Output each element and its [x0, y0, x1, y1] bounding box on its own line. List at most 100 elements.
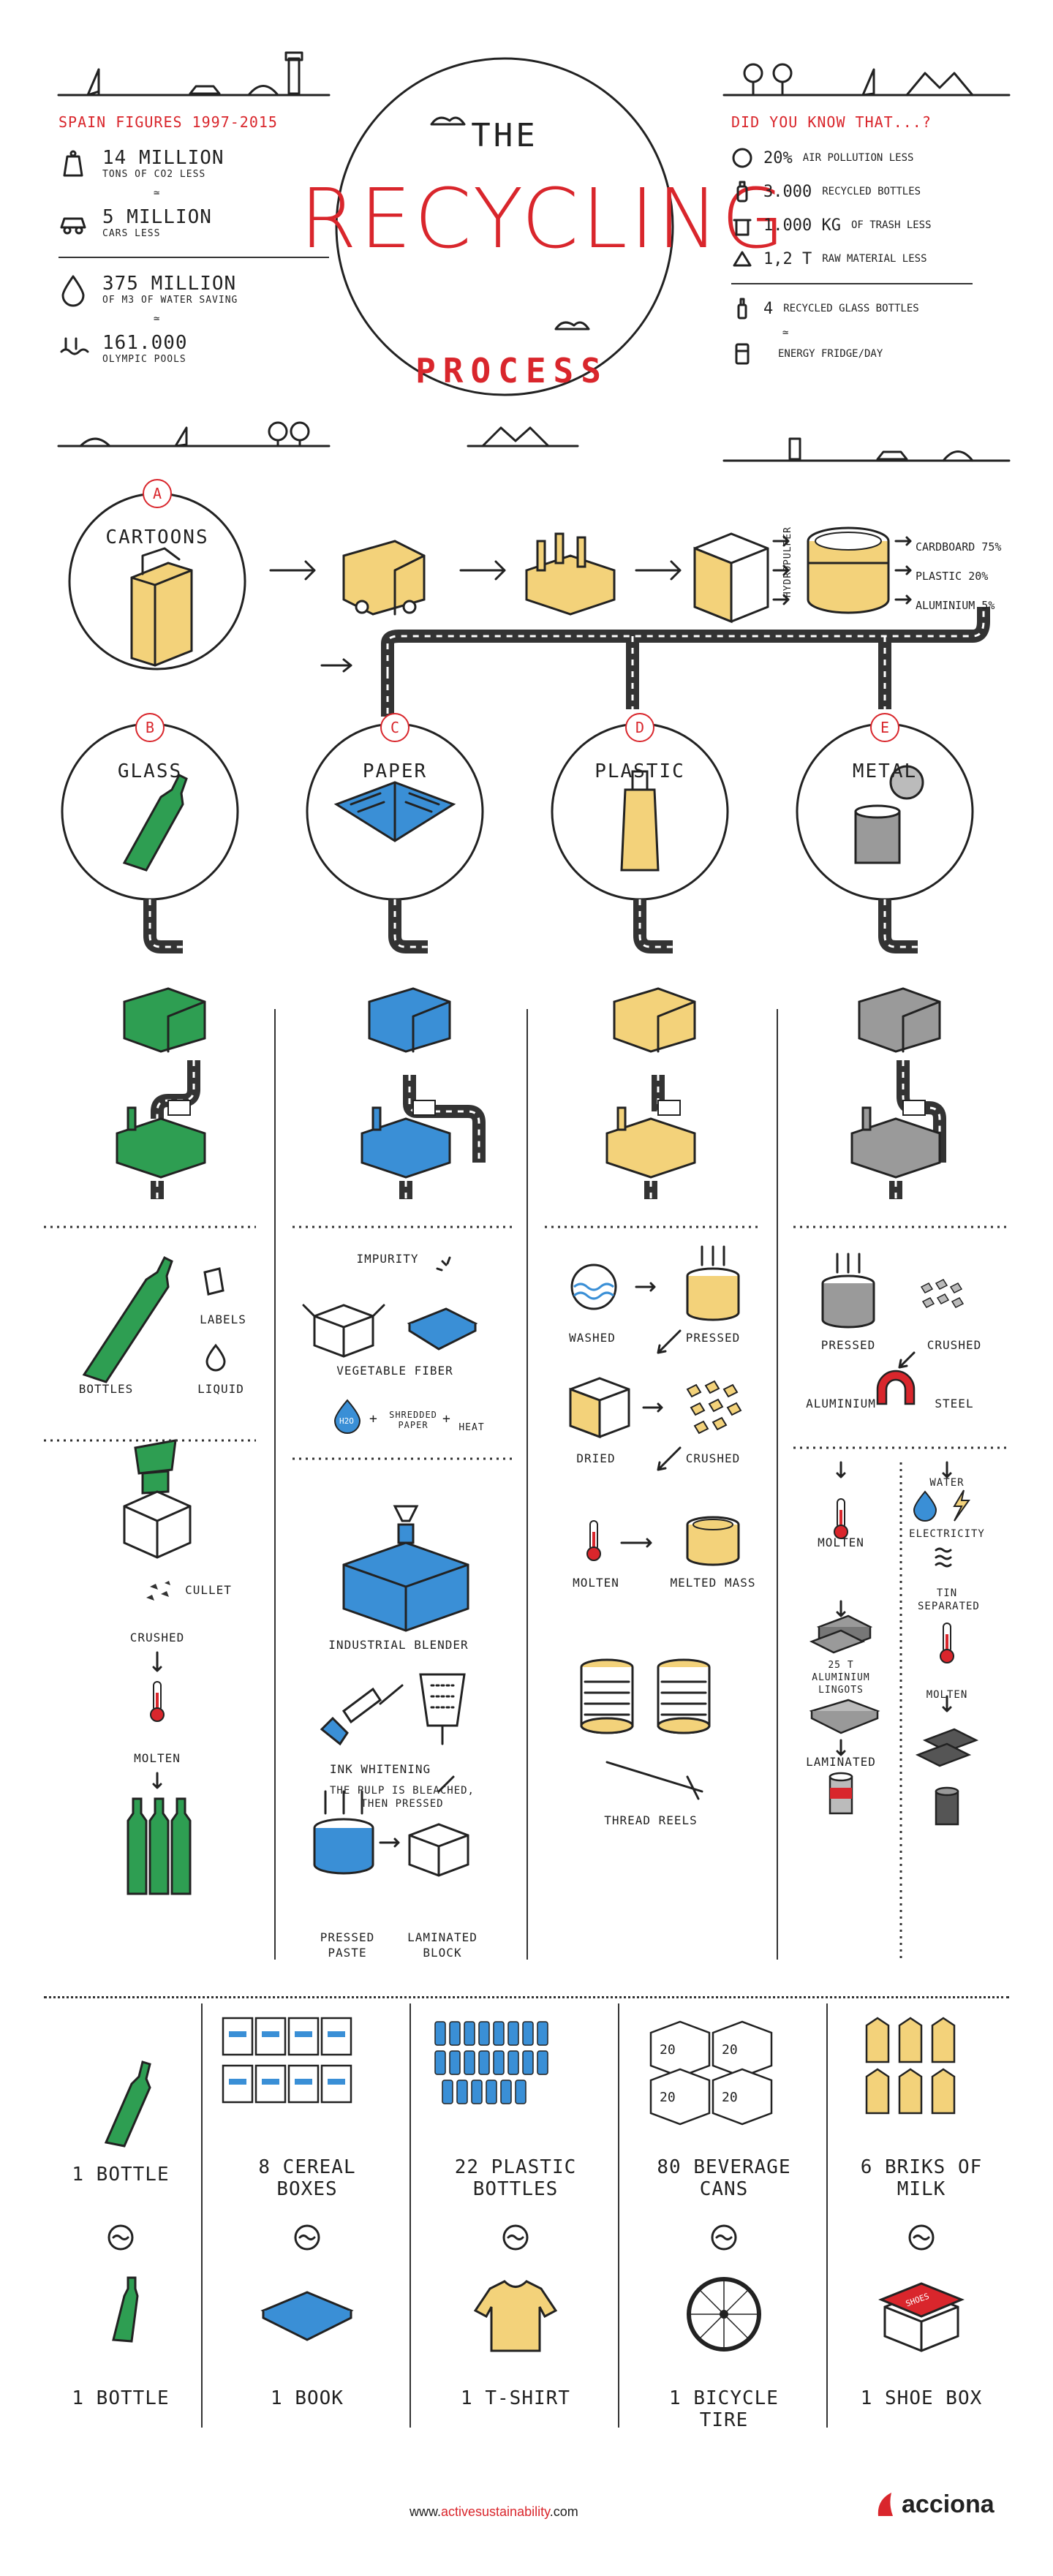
plastic-bottle-icon: [620, 770, 660, 872]
water-electricity-icon: [913, 1489, 970, 1522]
industrial-blender-icon: [342, 1505, 469, 1632]
plastic-bottles-icon: [434, 2021, 548, 2104]
can-boxes-icon: [649, 2020, 773, 2126]
equiv-top-1: 8 CEREAL BOXES: [258, 2156, 356, 2200]
metal-truck-icon: [858, 987, 941, 1053]
glass-cullet-label: CULLET: [185, 1583, 232, 1597]
paper-pulp-note: THE PULP IS BLEACHED, THEN PRESSED: [329, 1785, 475, 1810]
car-icon: [60, 217, 86, 234]
glass-truck-icon: [123, 987, 206, 1053]
bottom-divider-v: [826, 2003, 828, 2428]
green-bottles-icon: [127, 1797, 192, 1895]
plus-icon: +: [369, 1411, 377, 1427]
equiv-bottom-1: 1 BOOK: [271, 2387, 344, 2409]
footer-url[interactable]: www.activesustainability.com: [410, 2504, 578, 2519]
air-icon: [732, 148, 752, 168]
badge-d: D: [625, 713, 654, 742]
equiv-top-0: 1 BOTTLE: [72, 2164, 170, 2186]
pool-icon: [60, 337, 89, 355]
cartoons-flow: [68, 492, 990, 717]
washed-icon: [570, 1264, 617, 1310]
h2o-drop-icon: [333, 1399, 361, 1434]
equiv-bottom-3: 1 BICYCLE TIRE: [669, 2387, 779, 2431]
badge-b: B: [135, 713, 165, 742]
fridge-icon: [735, 343, 750, 365]
did-you-know: DID YOU KNOW THAT...? 20%AIR POLLUTION L…: [731, 113, 1009, 365]
result-bottle-icon: [112, 2276, 139, 2343]
bicycle-tire-icon: [687, 2277, 761, 2352]
can-icon: [854, 765, 924, 864]
glass-bottle-icon: [737, 298, 747, 320]
strainer-icon: [419, 1673, 466, 1745]
acciona-logo: acciona: [874, 2490, 994, 2519]
paper-ink-label: INK WHITENING: [329, 1762, 431, 1776]
plastic-molten-label: MOLTEN: [573, 1576, 619, 1590]
metal-molten-label: MOLTEN: [818, 1536, 864, 1549]
paper-factory-icon: [361, 1100, 451, 1179]
laminated-sheet-icon: [809, 1699, 880, 1734]
crusher-machine-icon: [123, 1439, 192, 1559]
glass-bottles-label: BOTTLES: [78, 1382, 134, 1396]
magnet-icon: [876, 1370, 916, 1405]
cereal-boxes-icon: [222, 2017, 352, 2104]
glass-labels-label: LABELS: [200, 1312, 246, 1326]
factory-icon: [525, 532, 616, 616]
dryer-box-icon: [569, 1377, 630, 1439]
glass-label: GLASS: [117, 760, 183, 782]
title-recycling: RECYCLING: [300, 172, 788, 267]
glass-liquid-label: LIQUID: [197, 1382, 244, 1396]
can-box-count: 20: [722, 2042, 738, 2058]
bottle-icon: [104, 2061, 151, 2148]
badge-a: A: [143, 479, 172, 508]
paper-impurity-label: IMPURITY: [356, 1252, 419, 1266]
column-divider: [777, 1009, 778, 1960]
vegetable-fiber-icon: [407, 1307, 478, 1351]
weight-icon: [63, 150, 83, 176]
raw-material-icon: [733, 251, 752, 267]
press-icon: [313, 1790, 374, 1875]
carton-icon: [130, 547, 193, 667]
can-box-count: 20: [660, 2090, 676, 2105]
title-the: THE: [471, 117, 538, 154]
ingots-icon: [809, 1614, 873, 1654]
paper-heat-label: HEAT: [458, 1422, 485, 1433]
metal-crushed-label: CRUSHED: [926, 1338, 982, 1352]
equiv-top-2: 22 PLASTIC BOTTLES: [454, 2156, 577, 2200]
tshirt-icon: [473, 2280, 558, 2352]
metal-molten2-label: MOLTEN: [926, 1689, 968, 1701]
ink-whitening-icon: [320, 1684, 404, 1746]
labels-icon: [203, 1267, 224, 1296]
plus-icon: +: [442, 1411, 450, 1427]
can-box-count: 20: [660, 2042, 676, 2058]
plastic-reels-label: THREAD REELS: [604, 1813, 698, 1827]
cardboard-box-icon: [302, 1304, 385, 1358]
spain-heading: SPAIN FIGURES 1997-2015: [58, 113, 278, 131]
laminated-block-icon: [408, 1823, 469, 1877]
title-process: PROCESS: [415, 351, 608, 390]
book-icon: [260, 2291, 354, 2341]
paper-pressed-label: PRESSED PASTE: [320, 1930, 375, 1960]
pressed-icon: [686, 1245, 740, 1321]
metal-press-icon: [821, 1253, 875, 1329]
metal-electricity-label: ELECTRICITY: [909, 1528, 985, 1540]
bottom-divider-v: [410, 2003, 411, 2428]
paper-blender-label: INDUSTRIAL BLENDER: [328, 1638, 469, 1652]
impurity-icon: [436, 1256, 451, 1272]
hydropulper-icon: [807, 526, 890, 614]
glass-crushed-label: CRUSHED: [129, 1631, 185, 1644]
cartoons-label: CARTOONS: [105, 526, 209, 548]
tin-ingots-icon: [915, 1728, 979, 1767]
glass-molten-label: MOLTEN: [134, 1751, 181, 1765]
process-illustrations: [44, 987, 1009, 1960]
tin-separated-icon: [935, 1547, 952, 1568]
paper-laminated-label: LAMINATED BLOCK: [407, 1930, 478, 1960]
liquid-drop-icon: [205, 1343, 226, 1372]
cullet-icon: [146, 1581, 170, 1601]
paper-truck-icon: [368, 987, 451, 1053]
material-circles: [61, 722, 974, 953]
